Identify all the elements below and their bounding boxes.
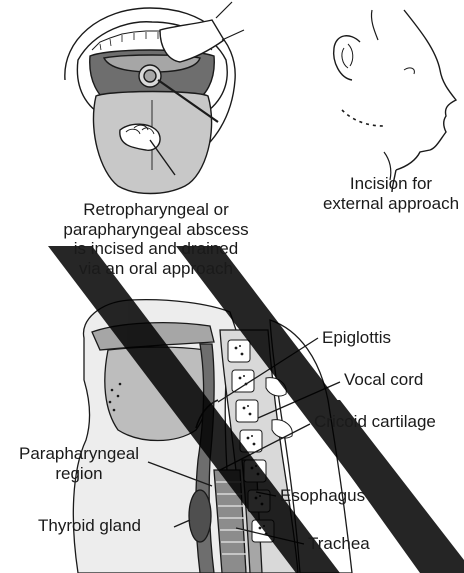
- caption-external-line-2: external approach: [318, 194, 464, 214]
- label-parapharyngeal-line-1: Parapharyngeal: [6, 444, 152, 464]
- label-parapharyngeal-region: Parapharyngeal region: [6, 444, 152, 483]
- external-approach-illustration: [334, 10, 456, 192]
- label-epiglottis: Epiglottis: [322, 328, 391, 348]
- caption-oral-line-2: parapharyngeal abscess: [16, 220, 296, 240]
- label-cricoid-cartilage: Cricoid cartilage: [314, 412, 436, 432]
- caption-external-approach: Incision for external approach: [318, 174, 464, 213]
- caption-oral-approach: Retropharyngeal or parapharyngeal absces…: [16, 200, 296, 278]
- caption-oral-line-1: Retropharyngeal or: [16, 200, 296, 220]
- label-vocal-cord: Vocal cord: [344, 370, 423, 390]
- caption-external-line-1: Incision for: [318, 174, 464, 194]
- caption-oral-line-3: is incised and drained: [16, 239, 296, 259]
- label-trachea: Trachea: [308, 534, 370, 554]
- caption-oral-line-4: via an oral approach: [16, 259, 296, 279]
- label-parapharyngeal-line-2: region: [6, 464, 152, 484]
- label-thyroid-gland: Thyroid gland: [38, 516, 141, 536]
- oral-approach-illustration: [65, 2, 244, 194]
- label-esophagus: Esophagus: [280, 486, 365, 506]
